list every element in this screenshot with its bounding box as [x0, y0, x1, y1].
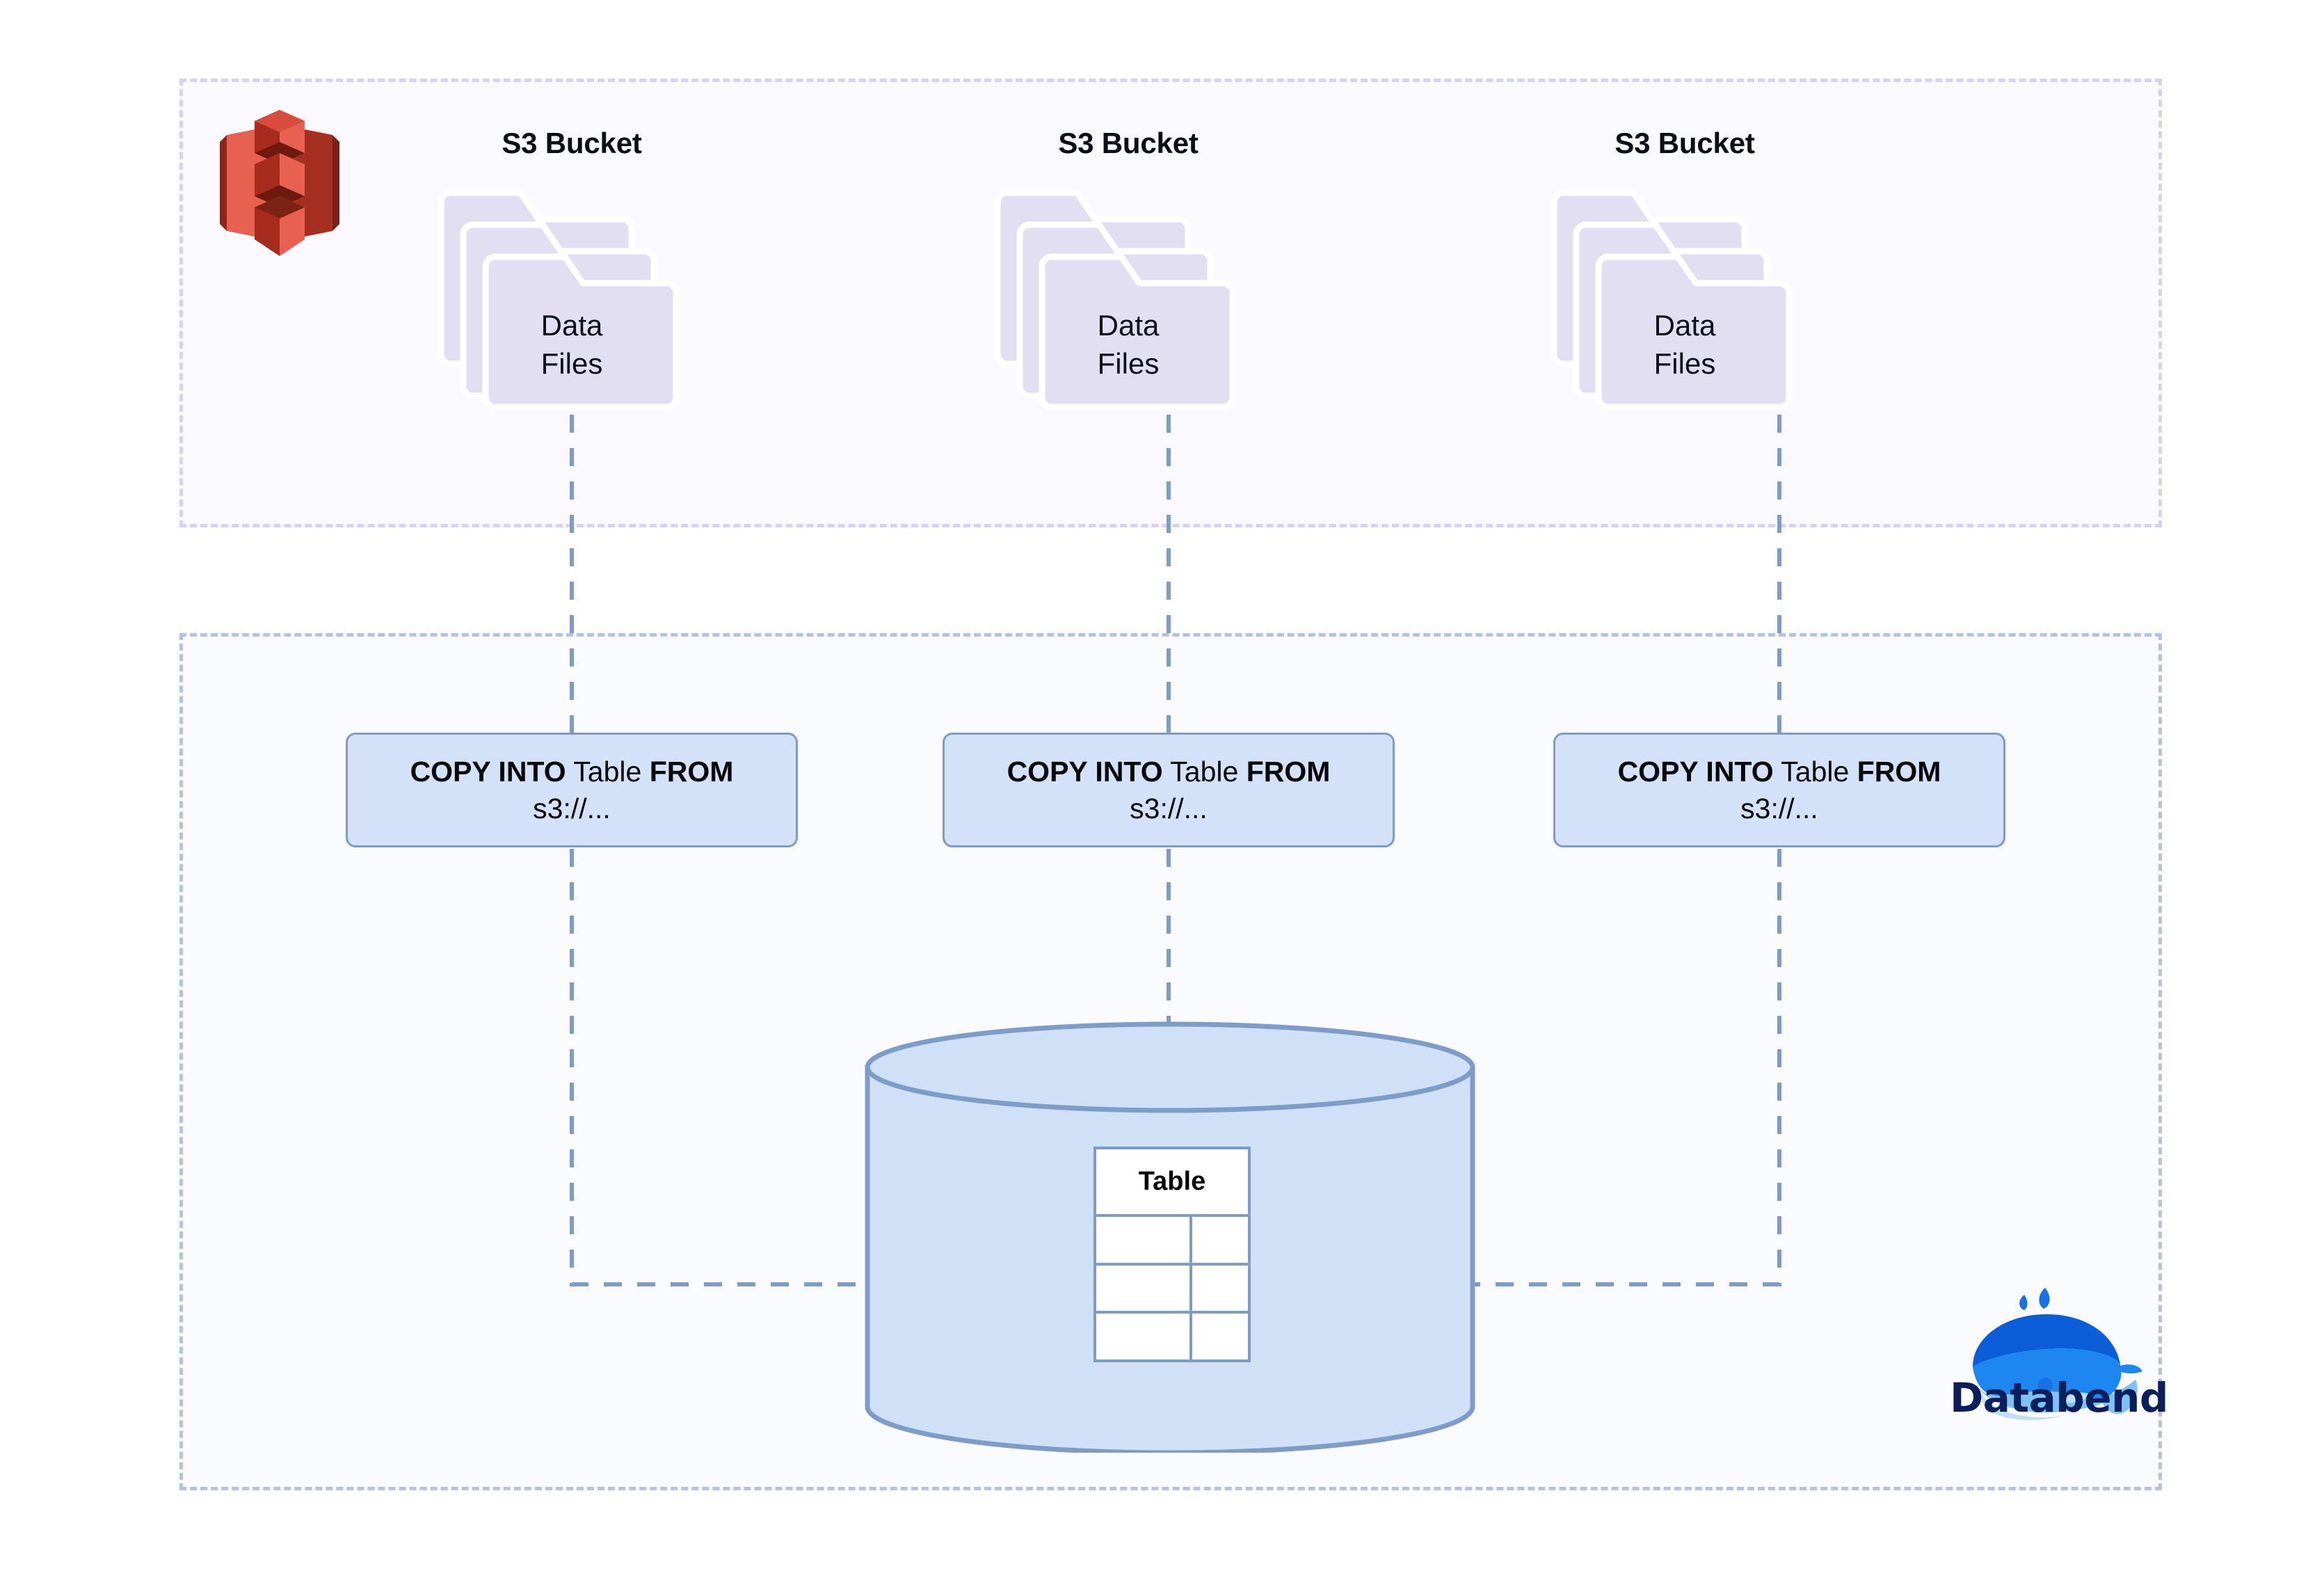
table-header-cell: Table: [1096, 1149, 1248, 1218]
copy-into-object: Table: [1781, 755, 1850, 788]
copy-into-statement-3[interactable]: COPY INTO Table FROM s3://...: [1553, 733, 2005, 847]
table-body: [1096, 1217, 1248, 1360]
copy-into-object: Table: [1170, 755, 1239, 788]
table-cell-left: [1096, 1265, 1192, 1311]
copy-into-statement-2[interactable]: COPY INTO Table FROM s3://...: [943, 733, 1395, 847]
copy-into-keyword: COPY INTO: [410, 755, 566, 788]
databend-whale-logo: [1942, 1282, 2172, 1456]
table-row: [1096, 1314, 1248, 1360]
copy-into-text-3: COPY INTO Table FROM s3://...: [1618, 753, 1941, 827]
data-files-folder-stack-1: Data Files: [426, 184, 718, 414]
copy-into-uri: s3://...: [1740, 792, 1818, 824]
copy-into-statement-1[interactable]: COPY INTO Table FROM s3://...: [346, 733, 798, 847]
copy-into-text-2: COPY INTO Table FROM s3://...: [1007, 753, 1331, 827]
copy-into-keyword: COPY INTO: [1007, 755, 1163, 788]
copy-into-uri: s3://...: [533, 792, 611, 824]
copy-into-from-keyword: FROM: [1246, 755, 1331, 788]
databend-wordmark: Databend: [1950, 1374, 2168, 1421]
connector-copy3-to-table: [1291, 849, 1781, 1305]
s3-bucket-label-3: S3 Bucket: [1614, 127, 1755, 159]
copy-into-text-1: COPY INTO Table FROM s3://...: [410, 753, 734, 827]
table-cell-right: [1192, 1217, 1248, 1263]
table-row: [1096, 1217, 1248, 1266]
table-cell-right: [1192, 1314, 1248, 1359]
table-cell-left: [1096, 1314, 1192, 1360]
s3-bucket-label-2: S3 Bucket: [1058, 127, 1199, 159]
s3-bucket-label-1: S3 Bucket: [502, 127, 642, 159]
copy-into-from-keyword: FROM: [1857, 755, 1941, 788]
table-cell-left: [1096, 1217, 1192, 1263]
table-cell-right: [1192, 1266, 1248, 1311]
copy-into-object: Table: [573, 755, 642, 788]
table-row: [1096, 1265, 1248, 1314]
copy-into-keyword: COPY INTO: [1617, 755, 1774, 788]
database-table: Table: [1093, 1147, 1251, 1362]
aws-s3-logo: [217, 110, 342, 256]
copy-into-uri: s3://...: [1130, 792, 1208, 824]
connector-copy1-to-table: [570, 849, 1061, 1305]
copy-into-from-keyword: FROM: [649, 755, 734, 788]
